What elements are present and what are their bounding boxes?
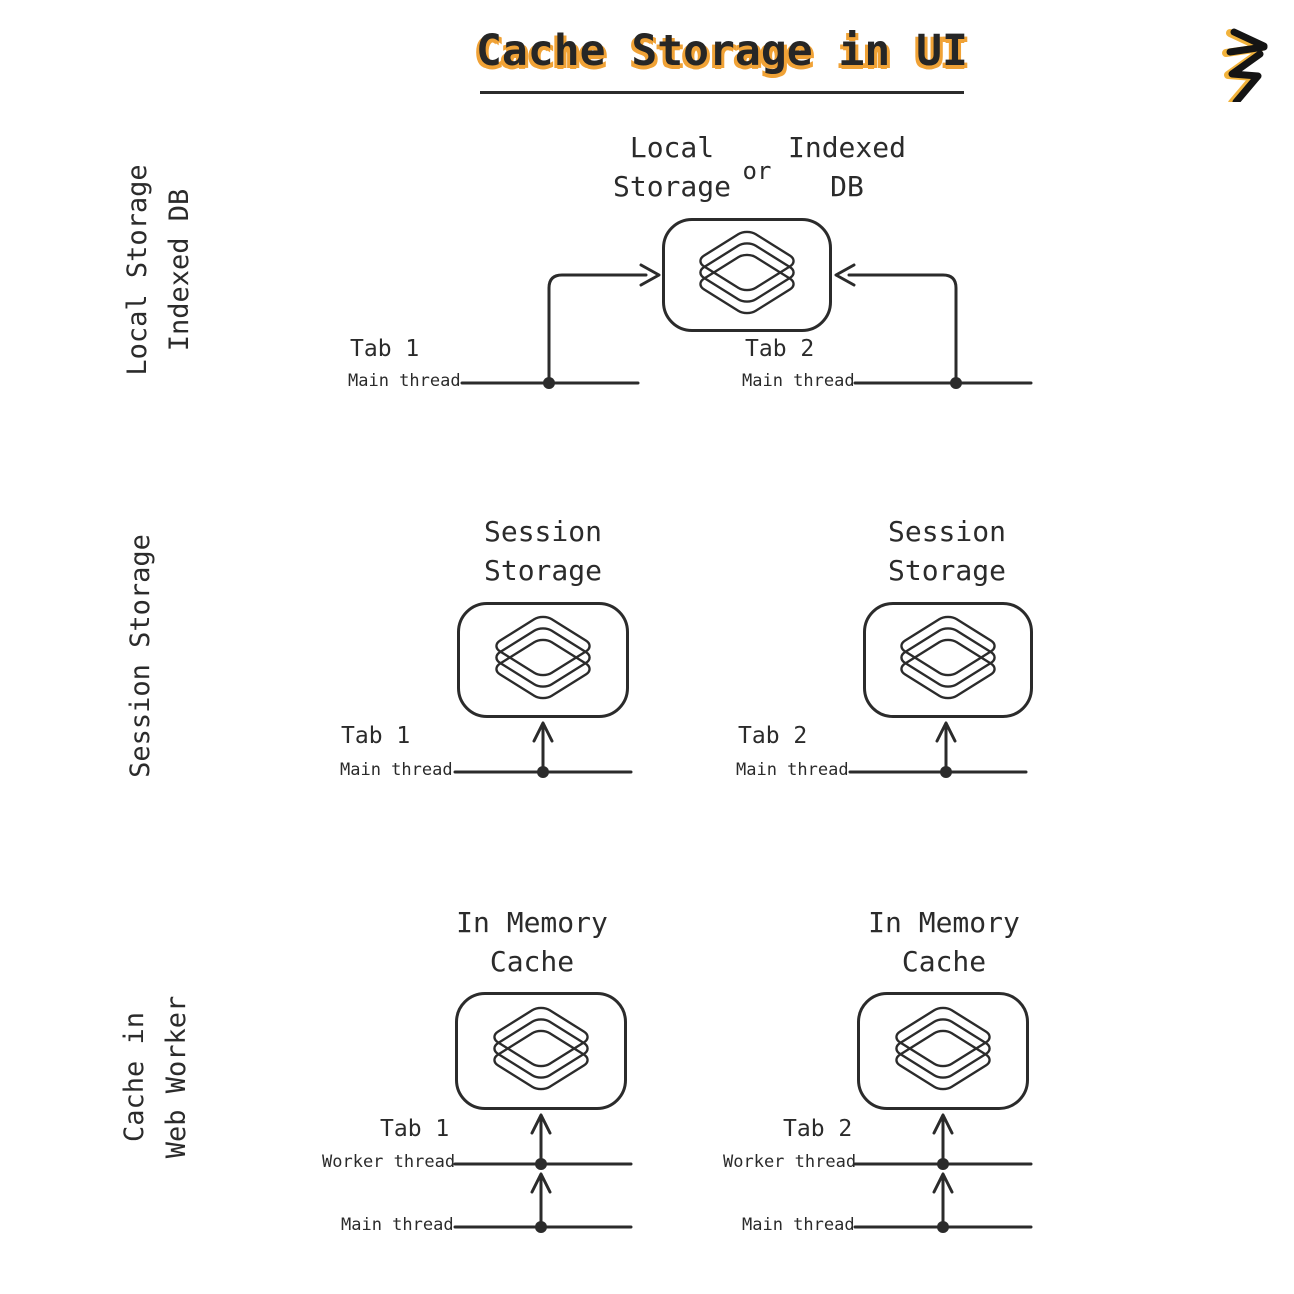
arrowhead-up-icon (530, 1172, 552, 1194)
session-storage-node2-label: Session Storage (887, 515, 1006, 587)
arrowhead-up-icon (932, 1113, 954, 1135)
session-tab2-main-thread-label: Main thread (736, 760, 849, 780)
layers-icon (466, 1001, 616, 1101)
section-label-session-storage: Session Storage (125, 534, 156, 778)
arrowhead-right-icon (639, 263, 661, 287)
arrowhead-left-icon (834, 263, 856, 287)
session-storage-node2 (863, 602, 1033, 718)
section-label-cache-in-web-worker: Cache in Web Worker (119, 995, 192, 1159)
worker-tab1-label: Tab 1 (380, 1116, 450, 1142)
layers-icon (672, 225, 822, 325)
thread-dot (937, 1221, 949, 1233)
thread-dot (543, 377, 555, 389)
session-tab2-label: Tab 2 (738, 723, 808, 749)
thread-dot (950, 377, 962, 389)
worker-tab2-connector (853, 1113, 1033, 1233)
or-label: or (742, 157, 772, 185)
in-memory-cache-node2 (857, 992, 1029, 1110)
arrowhead-up-icon (530, 1113, 552, 1135)
layers-icon (868, 1001, 1018, 1101)
scribble-logo-icon (1222, 28, 1268, 102)
layers-icon (468, 610, 618, 710)
worker-tab1-connector (453, 1113, 633, 1233)
page-title: Cache Storage in UI (476, 26, 968, 76)
local-storage-node-label-right: Indexed DB (787, 131, 906, 203)
worker-tab2-label: Tab 2 (783, 1116, 853, 1142)
arrowhead-up-icon (935, 721, 957, 743)
local-tab1-connector (460, 263, 661, 389)
session-tab1-connector (453, 721, 633, 778)
session-storage-node1 (457, 602, 629, 718)
worker-tab1-main-thread-label: Main thread (341, 1215, 454, 1235)
session-tab2-connector (848, 721, 1028, 778)
in-memory-cache-node2-label: In Memory Cache (868, 906, 1020, 978)
title-underline (480, 91, 964, 94)
thread-dot (535, 1221, 547, 1233)
layers-icon (873, 610, 1023, 710)
local-tab2-main-thread-label: Main thread (742, 371, 855, 391)
in-memory-cache-node1-label: In Memory Cache (456, 906, 608, 978)
session-tab1-label: Tab 1 (341, 723, 411, 749)
in-memory-cache-node1 (455, 992, 627, 1110)
local-tab1-label: Tab 1 (350, 336, 420, 362)
session-storage-node1-label: Session Storage (483, 515, 602, 587)
local-storage-node-label-left: Local Storage (612, 131, 731, 203)
session-tab1-main-thread-label: Main thread (340, 760, 453, 780)
local-tab2-connector (834, 263, 1033, 389)
thread-dot (537, 766, 549, 778)
worker-tab2-main-thread-label: Main thread (742, 1215, 855, 1235)
arrowhead-up-icon (532, 721, 554, 743)
local-tab2-label: Tab 2 (745, 336, 815, 362)
worker-tab2-worker-thread-label: Worker thread (723, 1152, 857, 1172)
thread-dot (940, 766, 952, 778)
arrowhead-up-icon (932, 1172, 954, 1194)
thread-dot (535, 1158, 547, 1170)
section-label-local-storage-indexed-db: Local Storage Indexed DB (122, 164, 195, 376)
thread-dot (937, 1158, 949, 1170)
local-storage-node (662, 218, 832, 332)
worker-tab1-worker-thread-label: Worker thread (322, 1152, 456, 1172)
local-tab1-main-thread-label: Main thread (348, 371, 461, 391)
